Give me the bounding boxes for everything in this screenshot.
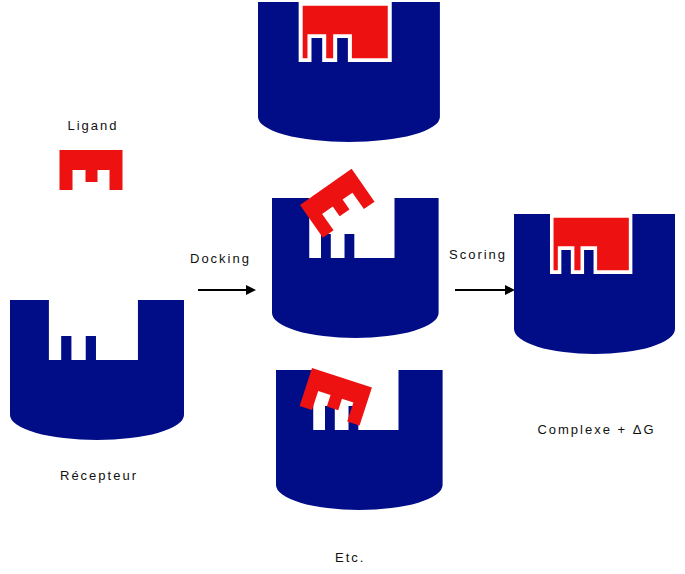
receptor-node: Récepteur — [8, 298, 190, 493]
pose-tilted — [272, 198, 439, 338]
complex-node: Complexe + ΔG — [512, 212, 681, 444]
step-label: Docking — [188, 251, 253, 266]
pose-fitted — [258, 2, 440, 142]
note-label: Etc. — [333, 550, 367, 565]
node-caption: Ligand — [46, 118, 140, 133]
step-label: Scoring — [447, 247, 509, 262]
ligand-node: Ligand — [46, 118, 140, 196]
node-shape — [46, 150, 136, 192]
node-shape — [512, 214, 677, 356]
node-shape — [8, 300, 186, 442]
ligand-tilted-2 — [300, 368, 372, 426]
docking-arrow — [198, 289, 254, 291]
ligand-tilted — [300, 169, 375, 238]
node-caption: Récepteur — [8, 468, 190, 483]
scoring-arrow — [455, 289, 513, 291]
node-caption: Complexe + ΔG — [512, 422, 681, 437]
